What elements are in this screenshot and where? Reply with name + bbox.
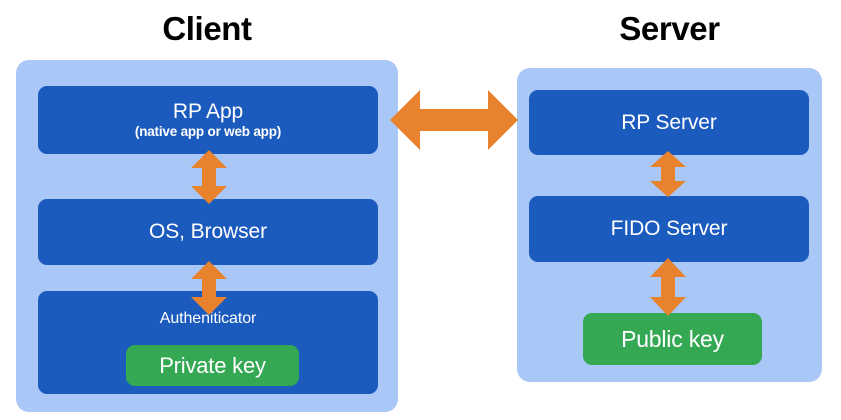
block-fido-server-title: FIDO Server bbox=[610, 217, 728, 241]
arrow-rp-server-to-fido-server-icon bbox=[648, 151, 688, 197]
arrow-rp-app-to-os-browser-icon bbox=[189, 150, 229, 204]
arrow-fido-server-to-public-key-icon bbox=[648, 258, 688, 316]
block-rp-server-title: RP Server bbox=[621, 110, 717, 134]
arrow-client-to-server-icon bbox=[390, 90, 518, 150]
private-key-label: Private key bbox=[159, 352, 266, 378]
client-section-title: Client bbox=[162, 10, 252, 47]
private-key-pill: Private key bbox=[126, 345, 299, 386]
block-rp-app-title: RP App bbox=[172, 99, 244, 123]
block-authenticator-title: Autheniticator bbox=[159, 310, 257, 327]
block-rp-app-subtitle: (native app or web app) bbox=[134, 124, 282, 140]
block-os-browser: OS, Browser bbox=[38, 199, 378, 265]
public-key-label: Public key bbox=[621, 325, 724, 352]
arrow-os-browser-to-authenticator-icon bbox=[189, 261, 229, 315]
public-key-pill: Public key bbox=[583, 313, 762, 365]
block-rp-app: RP App (native app or web app) bbox=[38, 86, 378, 154]
block-fido-server: FIDO Server bbox=[529, 196, 809, 262]
server-section-title: Server bbox=[619, 10, 720, 47]
block-os-browser-title: OS, Browser bbox=[149, 220, 267, 244]
block-rp-server: RP Server bbox=[529, 90, 809, 155]
